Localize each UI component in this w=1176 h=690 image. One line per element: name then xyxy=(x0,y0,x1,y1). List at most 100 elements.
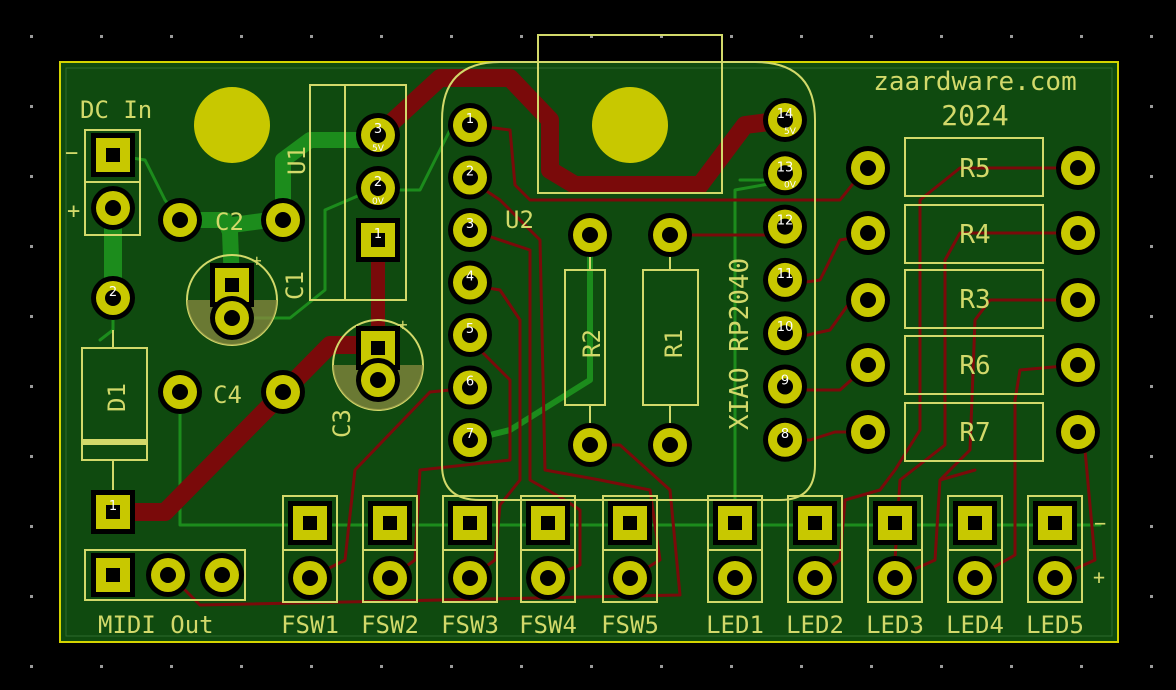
u1-pin-2: 20V xyxy=(356,166,400,210)
c3-label: C3 xyxy=(328,409,356,438)
grid-dot xyxy=(380,665,383,668)
pad-number: 1 xyxy=(466,112,474,127)
c3-plus-label: + xyxy=(398,315,408,334)
r6-pad-1 xyxy=(846,343,890,387)
u1-pin-1: 1 xyxy=(356,218,400,262)
r2-label: R2 xyxy=(578,329,606,358)
led-label: LED2 xyxy=(786,611,844,639)
led-pad-bottom xyxy=(793,556,837,600)
dc-in-pad-1 xyxy=(91,133,135,177)
grid-dot xyxy=(660,665,663,668)
dc-in-label: DC In xyxy=(80,96,152,124)
led-pad-top xyxy=(1033,501,1077,545)
pad-number: 1 xyxy=(374,227,382,242)
grid-dot xyxy=(450,35,453,38)
c4-pad-1 xyxy=(158,370,202,414)
pad-number: 7 xyxy=(466,427,474,442)
r4-pad-2 xyxy=(1056,211,1100,255)
led-label: LED1 xyxy=(706,611,764,639)
led-pad-top xyxy=(793,501,837,545)
d1-label: D1 xyxy=(103,383,131,412)
pad-number: 2 xyxy=(466,165,474,180)
midi-pad-2 xyxy=(146,553,190,597)
grid-dot xyxy=(100,35,103,38)
fsw-label: FSW3 xyxy=(441,611,499,639)
r2-pad-1 xyxy=(568,213,612,257)
fsw-pad-top xyxy=(288,501,332,545)
led-pad-bottom xyxy=(953,556,997,600)
grid-dot xyxy=(590,35,593,38)
pad-number: 11 xyxy=(777,267,794,282)
grid-dot xyxy=(100,665,103,668)
grid-dot xyxy=(730,665,733,668)
c2-pad-2 xyxy=(261,198,305,242)
r3-label: R3 xyxy=(959,285,990,315)
fsw-pad-top xyxy=(448,501,492,545)
d1-pad-1: 1 xyxy=(91,490,135,534)
grid-dot xyxy=(380,35,383,38)
fsw-pad-top xyxy=(526,501,570,545)
pad-number: 14 xyxy=(777,107,794,122)
grid-dot xyxy=(800,665,803,668)
silkscreen-outlines xyxy=(81,34,1083,603)
r6-pad-2 xyxy=(1056,343,1100,387)
pad-number: 4 xyxy=(466,270,474,285)
r5-pad-2 xyxy=(1056,146,1100,190)
grid-dot xyxy=(240,665,243,668)
led-pad-top xyxy=(953,501,997,545)
u1-pin-net: 5V xyxy=(372,144,385,154)
pad-number: 2 xyxy=(374,175,382,190)
dc-in-pad-2 xyxy=(91,186,135,230)
u1-pin-3: 3 5V xyxy=(356,113,400,157)
grid-dot xyxy=(660,35,663,38)
grid-dot xyxy=(30,525,33,528)
fsw-pad-bottom xyxy=(368,556,412,600)
led-pad-bottom xyxy=(873,556,917,600)
silkscreen-text: zaardware.com 2024 DC In MIDI Out U1 U2 … xyxy=(65,67,1106,639)
grid-dot xyxy=(1010,35,1013,38)
grid-dot xyxy=(170,665,173,668)
r1-pad-1 xyxy=(648,213,692,257)
grid-dot xyxy=(940,35,943,38)
board-inner-frame xyxy=(65,67,1113,637)
xiao-right-pin-10: 10 xyxy=(763,311,807,356)
led-pad-top xyxy=(713,501,757,545)
led-pad-bottom xyxy=(713,556,757,600)
grid-dot xyxy=(170,35,173,38)
xiao-right-pin-12: 12 xyxy=(763,204,807,249)
xiao-pin-net: 0V xyxy=(784,180,797,190)
led-label: LED4 xyxy=(946,611,1004,639)
grid-dot xyxy=(30,455,33,458)
grid-dot xyxy=(30,595,33,598)
fsw-pad-top xyxy=(608,501,652,545)
pad-number: 1 xyxy=(109,499,117,514)
r5-pad-1 xyxy=(846,146,890,190)
fsw-label: FSW4 xyxy=(519,611,577,639)
led-label: LED5 xyxy=(1026,611,1084,639)
fsw-label: FSW1 xyxy=(281,611,339,639)
grid-dot xyxy=(1150,175,1153,178)
u1-label: U1 xyxy=(283,146,311,175)
c1-label: C1 xyxy=(281,271,309,300)
grid-dot xyxy=(30,175,33,178)
pad-number: 3 xyxy=(374,122,382,137)
xiao-left-pin-7: 7 xyxy=(448,418,492,462)
grid-dot xyxy=(520,665,523,668)
r1-pad-2 xyxy=(648,423,692,467)
grid-dot xyxy=(1080,35,1083,38)
c2-pad-1 xyxy=(158,198,202,242)
mounting-hole-right xyxy=(592,87,668,163)
pad-number: 5 xyxy=(466,322,474,337)
xiao-right-pin-9: 9 xyxy=(763,364,807,409)
xiao-left-pin-1: 1 xyxy=(448,103,492,147)
pad-number: 9 xyxy=(781,374,789,389)
fsw-label: FSW2 xyxy=(361,611,419,639)
fsw-pad-bottom xyxy=(448,556,492,600)
xiao-left-pin-5: 5 xyxy=(448,313,492,357)
r7-pad-1 xyxy=(846,410,890,454)
grid-dot xyxy=(1150,455,1153,458)
grid-dot xyxy=(1150,315,1153,318)
fsw-pad-bottom xyxy=(608,556,652,600)
